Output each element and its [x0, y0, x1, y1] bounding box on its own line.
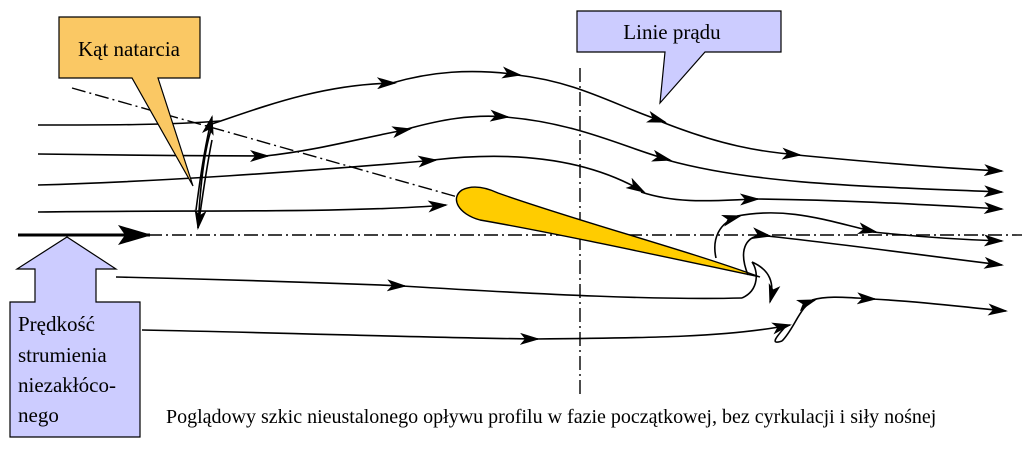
streamline-6d [751, 261, 781, 304]
freestream-velocity-label-line-3: niezakłóco- [18, 373, 116, 397]
streamline-1b [205, 77, 397, 127]
streamline-1 [37, 120, 221, 126]
streamline-7d [781, 299, 817, 342]
streamline-4b [714, 214, 742, 259]
angle-arrow-down [194, 139, 213, 230]
streamline-7b [534, 322, 792, 340]
streamline-2b [264, 126, 412, 157]
streamline-1f [796, 154, 1004, 177]
freestream-velocity-callout-box [9, 236, 141, 438]
streamline-5b [766, 235, 1004, 269]
streamlines [37, 66, 1008, 345]
freestream-velocity-label-line-4: nego [18, 403, 59, 427]
angle-of-attack-label: Kąt natarcia [78, 37, 181, 61]
streamline-2c [406, 109, 510, 130]
streamline-2e [666, 159, 1004, 198]
freestream-velocity-callout: Prędkość strumienia niezakłóco- nego [9, 236, 141, 438]
angle-arrow-up [195, 115, 214, 211]
streamlines-label: Linie prądu [623, 20, 721, 44]
caption: Poglądowy szkic nieustalonego opływu pro… [166, 406, 937, 428]
streamline-4d [872, 231, 1004, 247]
streamline-2 [37, 149, 270, 162]
streamline-7e [811, 292, 877, 305]
streamline-3d [754, 198, 1004, 214]
streamlines-callout-box [576, 10, 782, 105]
airfoil [455, 186, 761, 278]
streamline-7f [871, 298, 1008, 316]
streamline-1e [661, 121, 802, 160]
freestream-velocity-label-line-2: strumienia [18, 343, 107, 367]
streamline-6b [401, 285, 743, 300]
streamline-3b [432, 155, 646, 194]
streamline-3 [37, 155, 438, 186]
streamline-6 [115, 276, 407, 292]
streamline-6c [741, 261, 758, 299]
streamline-1d [516, 74, 667, 123]
streamline-1c [391, 66, 522, 84]
streamline-3c [640, 191, 760, 206]
streamline-4c [736, 212, 878, 235]
freestream-velocity-label-line-1: Prędkość [18, 312, 95, 336]
angle-of-attack-callout: Kąt natarcia [58, 16, 201, 187]
streamlines-callout: Linie prądu [576, 10, 782, 105]
streamline-2d [504, 116, 672, 162]
streamline-7c [774, 324, 788, 343]
streamline-4 [37, 200, 448, 213]
streamline-5 [742, 227, 772, 276]
streamline-7 [141, 329, 540, 345]
angle-of-attack-callout-box [58, 16, 201, 187]
